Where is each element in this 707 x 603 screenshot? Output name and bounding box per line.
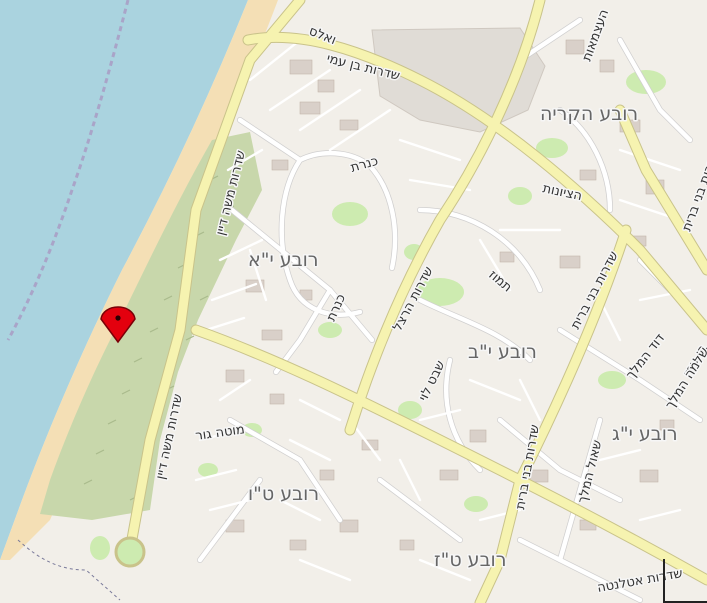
coastal-park [40,132,262,520]
district-label-12: רובע י"ב [468,341,537,363]
scale-bar [663,559,707,603]
buildings [225,39,675,551]
residential-streets [194,38,692,582]
district-label-11: רובע י"א [248,249,319,271]
major-roads [125,0,707,603]
beach [0,0,278,560]
sea [0,0,248,560]
footpath [17,539,121,601]
map-pin-icon[interactable] [100,306,136,344]
district-label-13: רובע י"ג [612,423,678,445]
district-label-kirya: רובע הקריה [540,103,638,125]
district-label-15: רובע ט"ו [248,483,319,505]
district-label-16: רובע ט"ז [434,549,506,571]
roundabout [114,536,146,568]
